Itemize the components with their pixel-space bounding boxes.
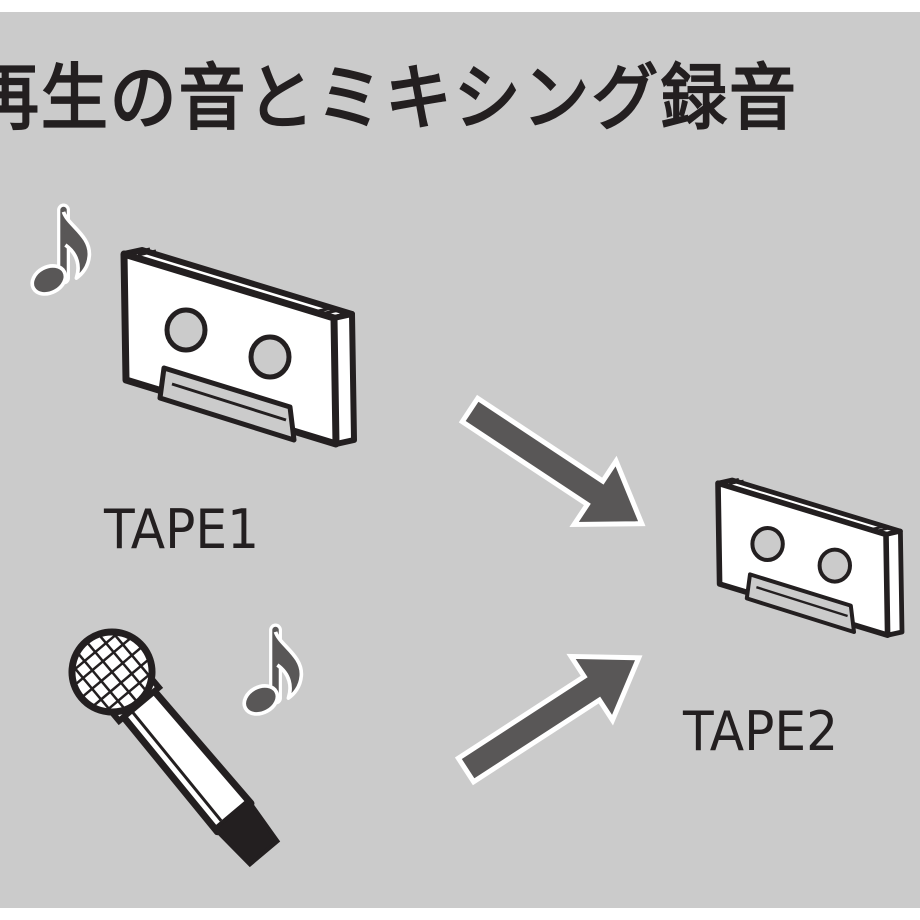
music-note-icon <box>30 203 92 296</box>
tape2-label: TAPE2 <box>683 700 839 763</box>
cassette-tape-icon <box>718 479 902 635</box>
cassette-tape-icon <box>124 249 354 444</box>
tape1-label: TAPE1 <box>104 498 260 561</box>
music-note-icon <box>242 623 304 716</box>
microphone-icon <box>68 628 281 868</box>
arrow-icon <box>458 394 646 528</box>
diagram-title: 再生の音とミキシング録音 <box>0 56 798 140</box>
arrow-icon <box>454 653 643 786</box>
